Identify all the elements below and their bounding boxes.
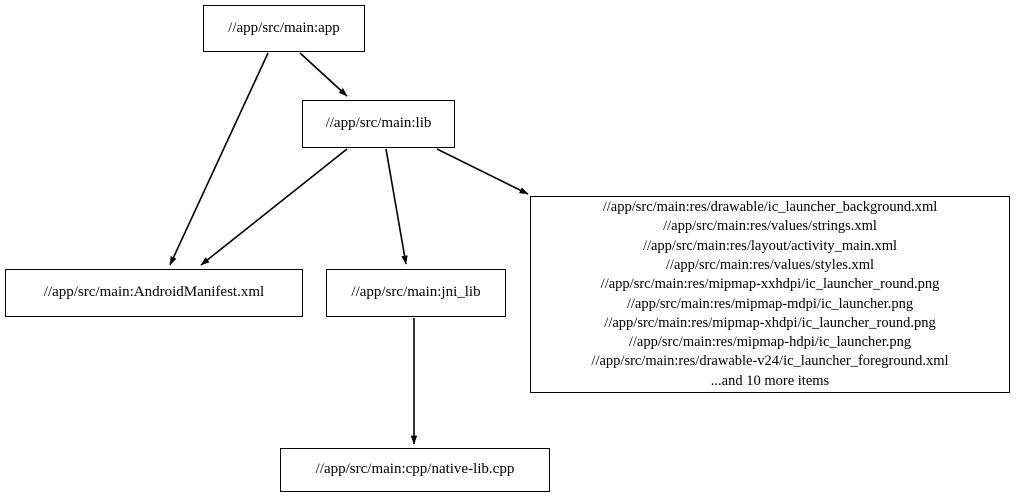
graph-node-android-manifest[interactable]: //app/src/main:AndroidManifest.xml <box>5 269 303 317</box>
graph-node-android-manifest-label: //app/src/main:AndroidManifest.xml <box>43 284 265 301</box>
graph-node-jni-lib[interactable]: //app/src/main:jni_lib <box>326 269 506 317</box>
graph-node-lib[interactable]: //app/src/main:lib <box>302 100 455 148</box>
graph-node-app[interactable]: //app/src/main:app <box>203 5 365 52</box>
graph-node-resources[interactable]: //app/src/main:res/drawable/ic_launcher_… <box>530 196 1010 393</box>
graph-node-native-lib[interactable]: //app/src/main:cpp/native-lib.cpp <box>280 448 550 492</box>
graph-node-lib-label: //app/src/main:lib <box>325 115 432 132</box>
graph-node-app-label: //app/src/main:app <box>228 19 340 36</box>
edge-lib-to-resources <box>436 148 529 195</box>
edge-app-to-manifest <box>169 52 269 266</box>
graph-node-native-lib-label: //app/src/main:cpp/native-lib.cpp <box>315 461 515 478</box>
edge-lib-to-manifest <box>200 148 348 266</box>
graph-node-jni-lib-label: //app/src/main:jni_lib <box>351 284 481 301</box>
graph-node-resources-label: //app/src/main:res/drawable/ic_launcher_… <box>591 199 949 389</box>
edge-lib-to-jni-lib <box>385 148 408 265</box>
edge-app-to-lib <box>299 52 348 97</box>
